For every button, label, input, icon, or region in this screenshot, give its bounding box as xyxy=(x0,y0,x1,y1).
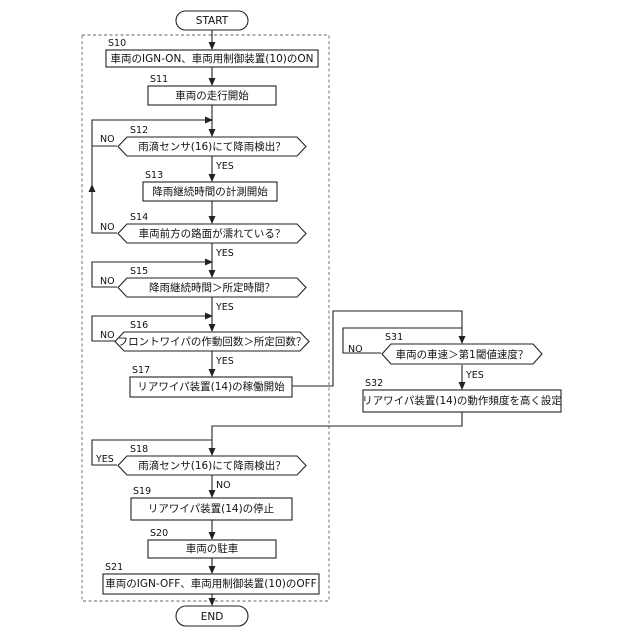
decision-s14-text: 車両前方の路面が濡れている？ xyxy=(139,227,286,240)
decision-s12-id: S12 xyxy=(130,125,148,136)
step-s13-id: S13 xyxy=(145,170,163,181)
step-s13-text: 降雨継続時間の計測開始 xyxy=(152,185,268,198)
decision-s31-text: 車両の車速＞第1閾値速度？ xyxy=(396,348,529,361)
step-s17: リアワイパ装置(14)の稼働開始 S17 xyxy=(130,365,292,397)
decision-s16-text: フロントワイパの作動回数＞所定回数？ xyxy=(118,335,307,348)
end-terminal: END xyxy=(176,606,248,626)
decision-s16-id: S16 xyxy=(130,320,148,331)
start-label: START xyxy=(196,15,229,27)
start-terminal: START xyxy=(176,11,248,30)
step-s21-id: S21 xyxy=(105,562,123,573)
step-s20-id: S20 xyxy=(150,528,168,539)
s12-no-label: NO xyxy=(100,134,115,145)
step-s10-id: S10 xyxy=(108,38,126,49)
s15-no-label: NO xyxy=(100,276,115,287)
s31-no-label: NO xyxy=(348,344,363,355)
decision-s15-id: S15 xyxy=(130,266,148,277)
s18-no-label: NO xyxy=(216,480,231,491)
step-s32-text: リアワイパ装置(14)の動作頻度を高く設定 xyxy=(362,394,562,407)
s12-yes-label: YES xyxy=(215,161,234,172)
decision-s31-id: S31 xyxy=(385,332,403,343)
step-s10-text: 車両のIGN-ON、車両用制御装置(10)のON xyxy=(111,52,314,65)
step-s32-id: S32 xyxy=(365,378,383,389)
decision-s15-text: 降雨継続時間＞所定時間？ xyxy=(149,281,275,294)
step-s21: 車両のIGN-OFF、車両用制御装置(10)のOFF S21 xyxy=(103,562,319,594)
decision-s18-text: 雨滴センサ(16)にて降雨検出？ xyxy=(138,459,286,472)
step-s11-id: S11 xyxy=(150,74,168,85)
step-s17-id: S17 xyxy=(132,365,150,376)
step-s11-text: 車両の走行開始 xyxy=(175,89,249,102)
step-s21-text: 車両のIGN-OFF、車両用制御装置(10)のOFF xyxy=(105,577,316,590)
s14-yes-label: YES xyxy=(215,248,234,259)
step-s17-text: リアワイパ装置(14)の稼働開始 xyxy=(137,380,285,393)
step-s20-text: 車両の駐車 xyxy=(186,542,239,555)
step-s13: 降雨継続時間の計測開始 S13 xyxy=(143,170,277,201)
decision-s18-id: S18 xyxy=(130,444,148,455)
s31-yes-label: YES xyxy=(465,370,484,381)
s16-no-label: NO xyxy=(100,330,115,341)
step-s19-text: リアワイパ装置(14)の停止 xyxy=(148,502,274,515)
decision-s12-text: 雨滴センサ(16)にて降雨検出？ xyxy=(138,140,286,153)
end-label: END xyxy=(201,611,224,623)
s16-yes-label: YES xyxy=(215,356,234,367)
s18-yes-label: YES xyxy=(95,454,114,465)
step-s19-id: S19 xyxy=(133,486,151,497)
decision-s14-id: S14 xyxy=(130,212,148,223)
s14-no-label: NO xyxy=(100,222,115,233)
s15-yes-label: YES xyxy=(215,302,234,313)
